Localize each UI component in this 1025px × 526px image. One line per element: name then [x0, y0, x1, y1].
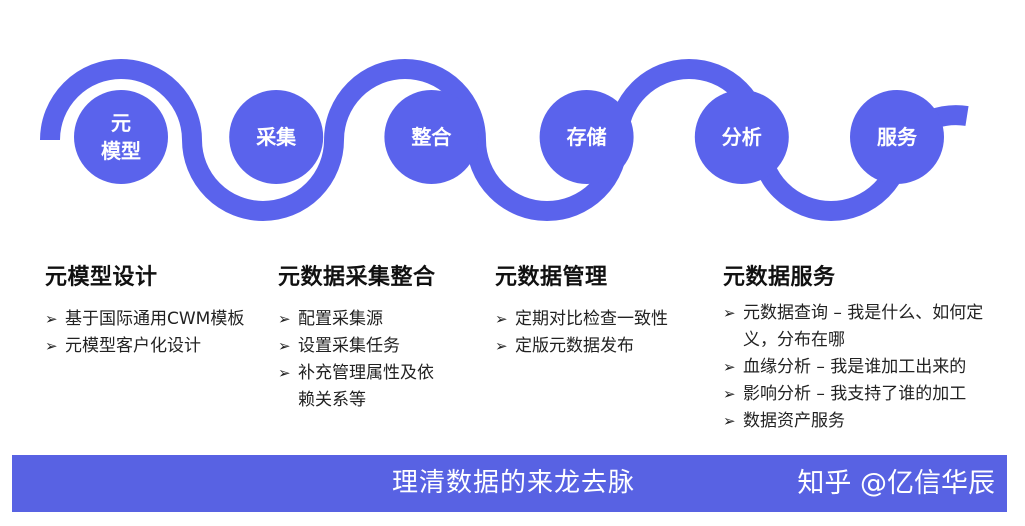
list-item-text: 基于国际通用CWM模板 — [65, 309, 245, 329]
list-item-text: 影响分析 – 我支持了谁的加工 — [743, 384, 967, 404]
list-item-text: 配置采集源 — [298, 309, 383, 329]
arrow-bullet-icon: ➢ — [495, 337, 508, 355]
arrow-bullet-icon: ➢ — [278, 310, 291, 328]
stage-circle — [694, 90, 789, 184]
list-item: ➢ 血缘分析 – 我是谁加工出来的 — [723, 354, 1013, 381]
stage-circle — [850, 90, 944, 184]
arrow-bullet-icon: ➢ — [723, 385, 736, 403]
stage-label: 整合 — [410, 125, 452, 149]
arrow-bullet-icon: ➢ — [495, 310, 508, 328]
column-title: 元模型设计 — [45, 265, 158, 290]
list-item-text: 定期对比检查一致性 — [515, 309, 668, 329]
column-metadata-services: 元数据服务 ➢ 元数据查询 – 我是什么、如何定义，分布在哪 ➢ 血缘分析 – 我是… — [723, 262, 1013, 435]
arrow-bullet-icon: ➢ — [723, 358, 736, 376]
list-item: ➢ 配置采集源 — [278, 306, 448, 333]
list-item: ➢ 补充管理属性及依赖关系等 — [278, 360, 448, 414]
column-title: 元数据管理 — [495, 265, 608, 290]
list-item: ➢ 数据资产服务 — [723, 408, 1013, 435]
stage-circle — [539, 90, 634, 184]
list-item-text: 血缘分析 – 我是谁加工出来的 — [743, 357, 967, 377]
list-item: ➢ 定版元数据发布 — [495, 333, 680, 360]
list-item-text: 元数据查询 – 我是什么、如何定义，分布在哪 — [743, 303, 984, 350]
stage-circle — [229, 90, 324, 184]
bullet-list: ➢ 基于国际通用CWM模板 ➢ 元模型客户化设计 — [45, 306, 250, 360]
column-title: 元数据服务 — [723, 265, 836, 290]
list-item-text: 补充管理属性及依赖关系等 — [298, 363, 434, 410]
stage-label: 分析 — [722, 125, 762, 149]
column-collection-integration: 元数据采集整合 ➢ 配置采集源 ➢ 设置采集任务 ➢ 补充管理属性及依赖关系等 — [278, 262, 448, 414]
column-title: 元数据采集整合 — [278, 265, 436, 290]
list-item-text: 元模型客户化设计 — [65, 336, 201, 356]
list-item: ➢ 元模型客户化设计 — [45, 333, 250, 360]
column-metadata-management: 元数据管理 ➢ 定期对比检查一致性 ➢ 定版元数据发布 — [495, 262, 680, 360]
stage-label: 模型 — [101, 139, 141, 163]
stage-label: 存储 — [567, 125, 607, 149]
list-item: ➢ 影响分析 – 我支持了谁的加工 — [723, 381, 1013, 408]
list-item: ➢ 设置采集任务 — [278, 333, 448, 360]
stage-label: 服务 — [877, 125, 918, 149]
stage-wave-diagram: 元模型 采集 整合 存储 分析 服务 — [40, 59, 969, 221]
column-metamodel-design: 元模型设计 ➢ 基于国际通用CWM模板 ➢ 元模型客户化设计 — [45, 262, 250, 360]
list-item: ➢ 定期对比检查一致性 — [495, 306, 680, 333]
bullet-list: ➢ 配置采集源 ➢ 设置采集任务 ➢ 补充管理属性及依赖关系等 — [278, 306, 448, 414]
arrow-bullet-icon: ➢ — [278, 364, 291, 382]
stage-circle — [74, 90, 168, 184]
list-item-text: 设置采集任务 — [298, 336, 400, 356]
arrow-bullet-icon: ➢ — [45, 310, 58, 328]
list-item-text: 数据资产服务 — [743, 411, 845, 431]
arrow-bullet-icon: ➢ — [723, 412, 736, 430]
bullet-list: ➢ 定期对比检查一致性 ➢ 定版元数据发布 — [495, 306, 680, 360]
watermark: 知乎 @亿信华辰 — [797, 468, 995, 499]
arrow-bullet-icon: ➢ — [278, 337, 291, 355]
stage-label: 元 — [111, 111, 131, 135]
footer-banner: 理清数据的来龙去脉 知乎 @亿信华辰 — [12, 455, 1007, 512]
bullet-list: ➢ 元数据查询 – 我是什么、如何定义，分布在哪 ➢ 血缘分析 – 我是谁加工出来的… — [723, 300, 1013, 435]
wave-connector — [40, 59, 969, 221]
list-item: ➢ 基于国际通用CWM模板 — [45, 306, 250, 333]
list-item: ➢ 元数据查询 – 我是什么、如何定义，分布在哪 — [723, 300, 1013, 354]
footer-caption: 理清数据的来龙去脉 — [392, 468, 636, 498]
stage-label: 采集 — [256, 125, 297, 149]
arrow-bullet-icon: ➢ — [45, 337, 58, 355]
stage-circle — [384, 90, 479, 184]
list-item-text: 定版元数据发布 — [515, 336, 634, 356]
arrow-bullet-icon: ➢ — [723, 304, 736, 322]
